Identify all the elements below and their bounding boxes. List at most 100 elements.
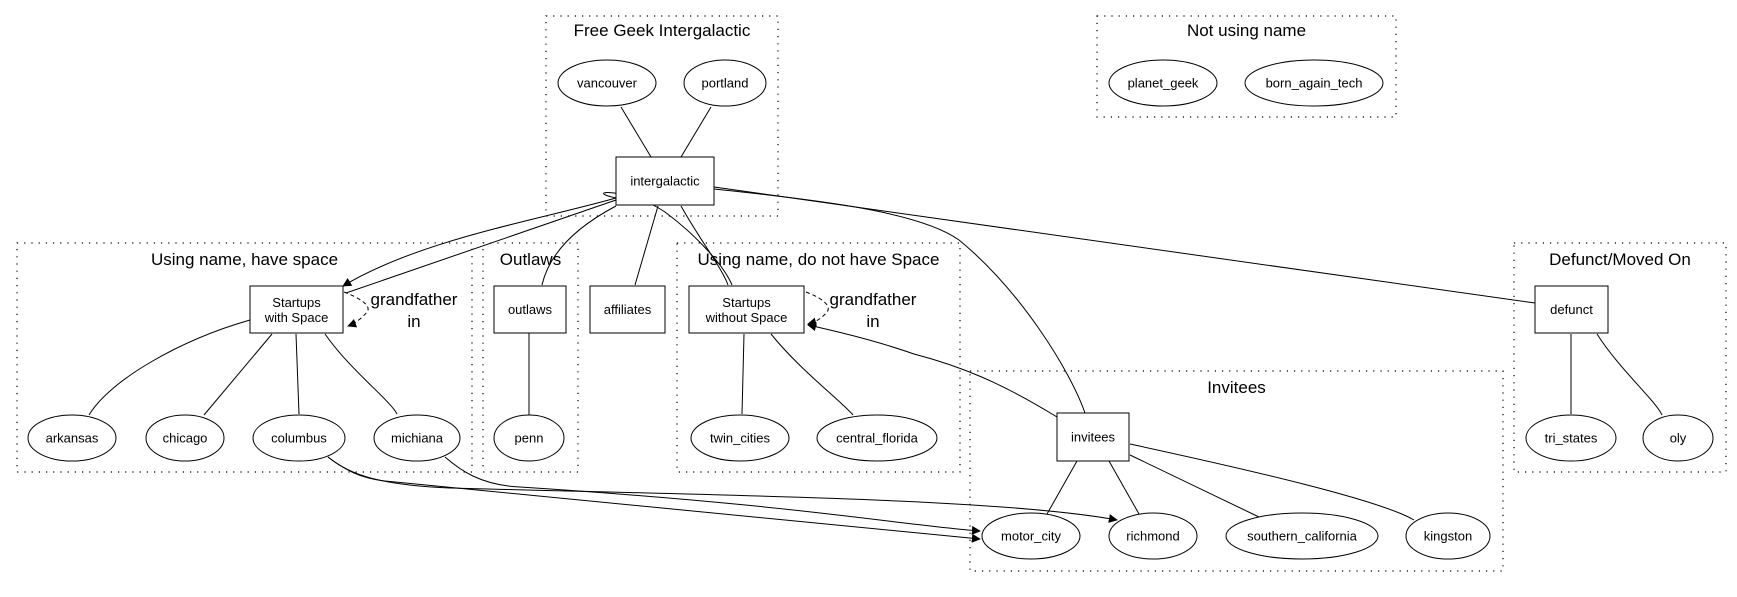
node-ellipse xyxy=(1525,414,1617,462)
node-chicago[interactable]: chicago xyxy=(145,414,225,462)
cluster-border xyxy=(1096,15,1397,118)
edge-intergalactic-to-startups-with-space xyxy=(345,199,617,294)
edge-line xyxy=(807,322,1058,418)
edge-line xyxy=(327,456,1118,523)
edge-michiana-to-motor-city xyxy=(444,456,981,535)
node-ellipse xyxy=(373,414,461,462)
edge-invitees-to-kingston xyxy=(1129,443,1415,521)
edge-line xyxy=(1129,454,1260,518)
node-box xyxy=(688,285,805,334)
node-central-florida[interactable]: central_florida xyxy=(816,414,938,462)
edge-label: in xyxy=(866,312,879,331)
node-penn[interactable]: penn xyxy=(493,414,565,462)
cluster-title: Using name, do not have Space xyxy=(698,250,940,269)
node-ellipse xyxy=(1244,59,1384,107)
node-ellipse xyxy=(816,414,938,462)
node-ellipse xyxy=(1642,414,1714,462)
node-ellipse xyxy=(1108,59,1218,107)
node-label: affiliates xyxy=(604,302,652,317)
node-motor-city[interactable]: motor_city xyxy=(981,512,1081,560)
node-label: chicago xyxy=(163,431,208,446)
node-vancouver[interactable]: vancouver xyxy=(557,59,657,107)
cluster-border xyxy=(482,242,579,473)
edge-line xyxy=(343,291,369,328)
edge-line xyxy=(603,192,733,286)
edge-startups-without-space-to-twin-cities xyxy=(741,333,745,415)
cluster-title: Outlaws xyxy=(500,250,561,269)
node-michiana[interactable]: michiana xyxy=(373,414,461,462)
edge-line xyxy=(88,319,251,416)
edge-startups-without-space-to-central-florida xyxy=(770,333,854,416)
edge-line xyxy=(541,205,617,286)
edge-label: in xyxy=(407,312,420,331)
node-label: oly xyxy=(1670,431,1687,446)
node-label: intergalactic xyxy=(630,174,700,189)
node-box xyxy=(589,285,666,334)
node-born-again-tech[interactable]: born_again_tech xyxy=(1244,59,1384,107)
cluster-outlaws-cluster: Outlaws xyxy=(482,242,579,473)
edge-line xyxy=(620,106,652,158)
node-tri-states[interactable]: tri_states xyxy=(1525,414,1617,462)
node-label: defunct xyxy=(1550,302,1593,317)
node-label: outlaws xyxy=(508,302,553,317)
cluster-defunct-cluster: Defunct/Moved On xyxy=(1513,242,1727,473)
node-oly[interactable]: oly xyxy=(1642,414,1714,462)
node-label: richmond xyxy=(1126,529,1179,544)
node-richmond[interactable]: richmond xyxy=(1108,512,1198,560)
edge-line xyxy=(444,456,981,535)
edge-line xyxy=(324,333,398,415)
node-southern-california[interactable]: southern_california xyxy=(1225,512,1379,560)
node-outlaws[interactable]: outlaws xyxy=(493,285,567,334)
node-label: penn xyxy=(515,431,544,446)
edge-startups-with-space-to-arkansas xyxy=(88,319,251,416)
node-columbus[interactable]: columbus xyxy=(252,414,346,462)
node-label: vancouver xyxy=(577,76,638,91)
node-intergalactic[interactable]: intergalactic xyxy=(615,156,715,206)
node-label: motor_city xyxy=(1001,529,1061,544)
node-label: portland xyxy=(702,76,749,91)
node-box xyxy=(493,285,567,334)
node-planet-geek[interactable]: planet_geek xyxy=(1108,59,1218,107)
edge-startups-with-space-to-columbus xyxy=(295,333,300,415)
edge-intergalactic-to-startups-with-space xyxy=(342,197,617,287)
edge-intergalactic-to-affiliates xyxy=(634,205,659,286)
cluster-invitees-cluster: Invitees xyxy=(969,370,1504,572)
node-arkansas[interactable]: arkansas xyxy=(27,414,117,462)
node-ellipse xyxy=(1405,512,1491,560)
edge-line xyxy=(741,333,745,415)
node-ellipse xyxy=(1225,512,1379,560)
edge-portland-to-intergalactic xyxy=(680,106,712,158)
edge-startups-without-space-to-startups-without-space: grandfather in xyxy=(805,290,917,331)
edge-line xyxy=(1596,333,1663,416)
node-kingston[interactable]: kingston xyxy=(1405,512,1491,560)
edge-line xyxy=(770,333,854,416)
edge-startups-with-space-to-chicago xyxy=(203,333,273,416)
node-label: arkansas xyxy=(46,431,99,446)
node-label: southern_california xyxy=(1247,529,1358,544)
edge-line xyxy=(634,205,659,286)
edge-label: grandfather xyxy=(830,290,917,309)
node-affiliates[interactable]: affiliates xyxy=(589,285,666,334)
node-ellipse xyxy=(683,59,767,107)
edge-line xyxy=(295,333,300,415)
node-label: tri_states xyxy=(1545,431,1598,446)
edge-startups-with-space-to-michiana xyxy=(324,333,398,415)
node-label: planet_geek xyxy=(1128,76,1199,91)
node-invitees[interactable]: invitees xyxy=(1056,412,1130,462)
node-label: born_again_tech xyxy=(1266,76,1363,91)
cluster-not-using: Not using name xyxy=(1096,15,1397,118)
node-defunct[interactable]: defunct xyxy=(1534,285,1609,334)
node-portland[interactable]: portland xyxy=(683,59,767,107)
cluster-title: Using name, have space xyxy=(151,250,338,269)
node-box xyxy=(249,285,344,334)
node-ellipse xyxy=(145,414,225,462)
edge-intergalactic-to-invitees xyxy=(713,188,1086,414)
node-ellipse xyxy=(557,59,657,107)
node-twin-cities[interactable]: twin_cities xyxy=(690,414,790,462)
edge-intergalactic-to-outlaws xyxy=(541,205,617,286)
